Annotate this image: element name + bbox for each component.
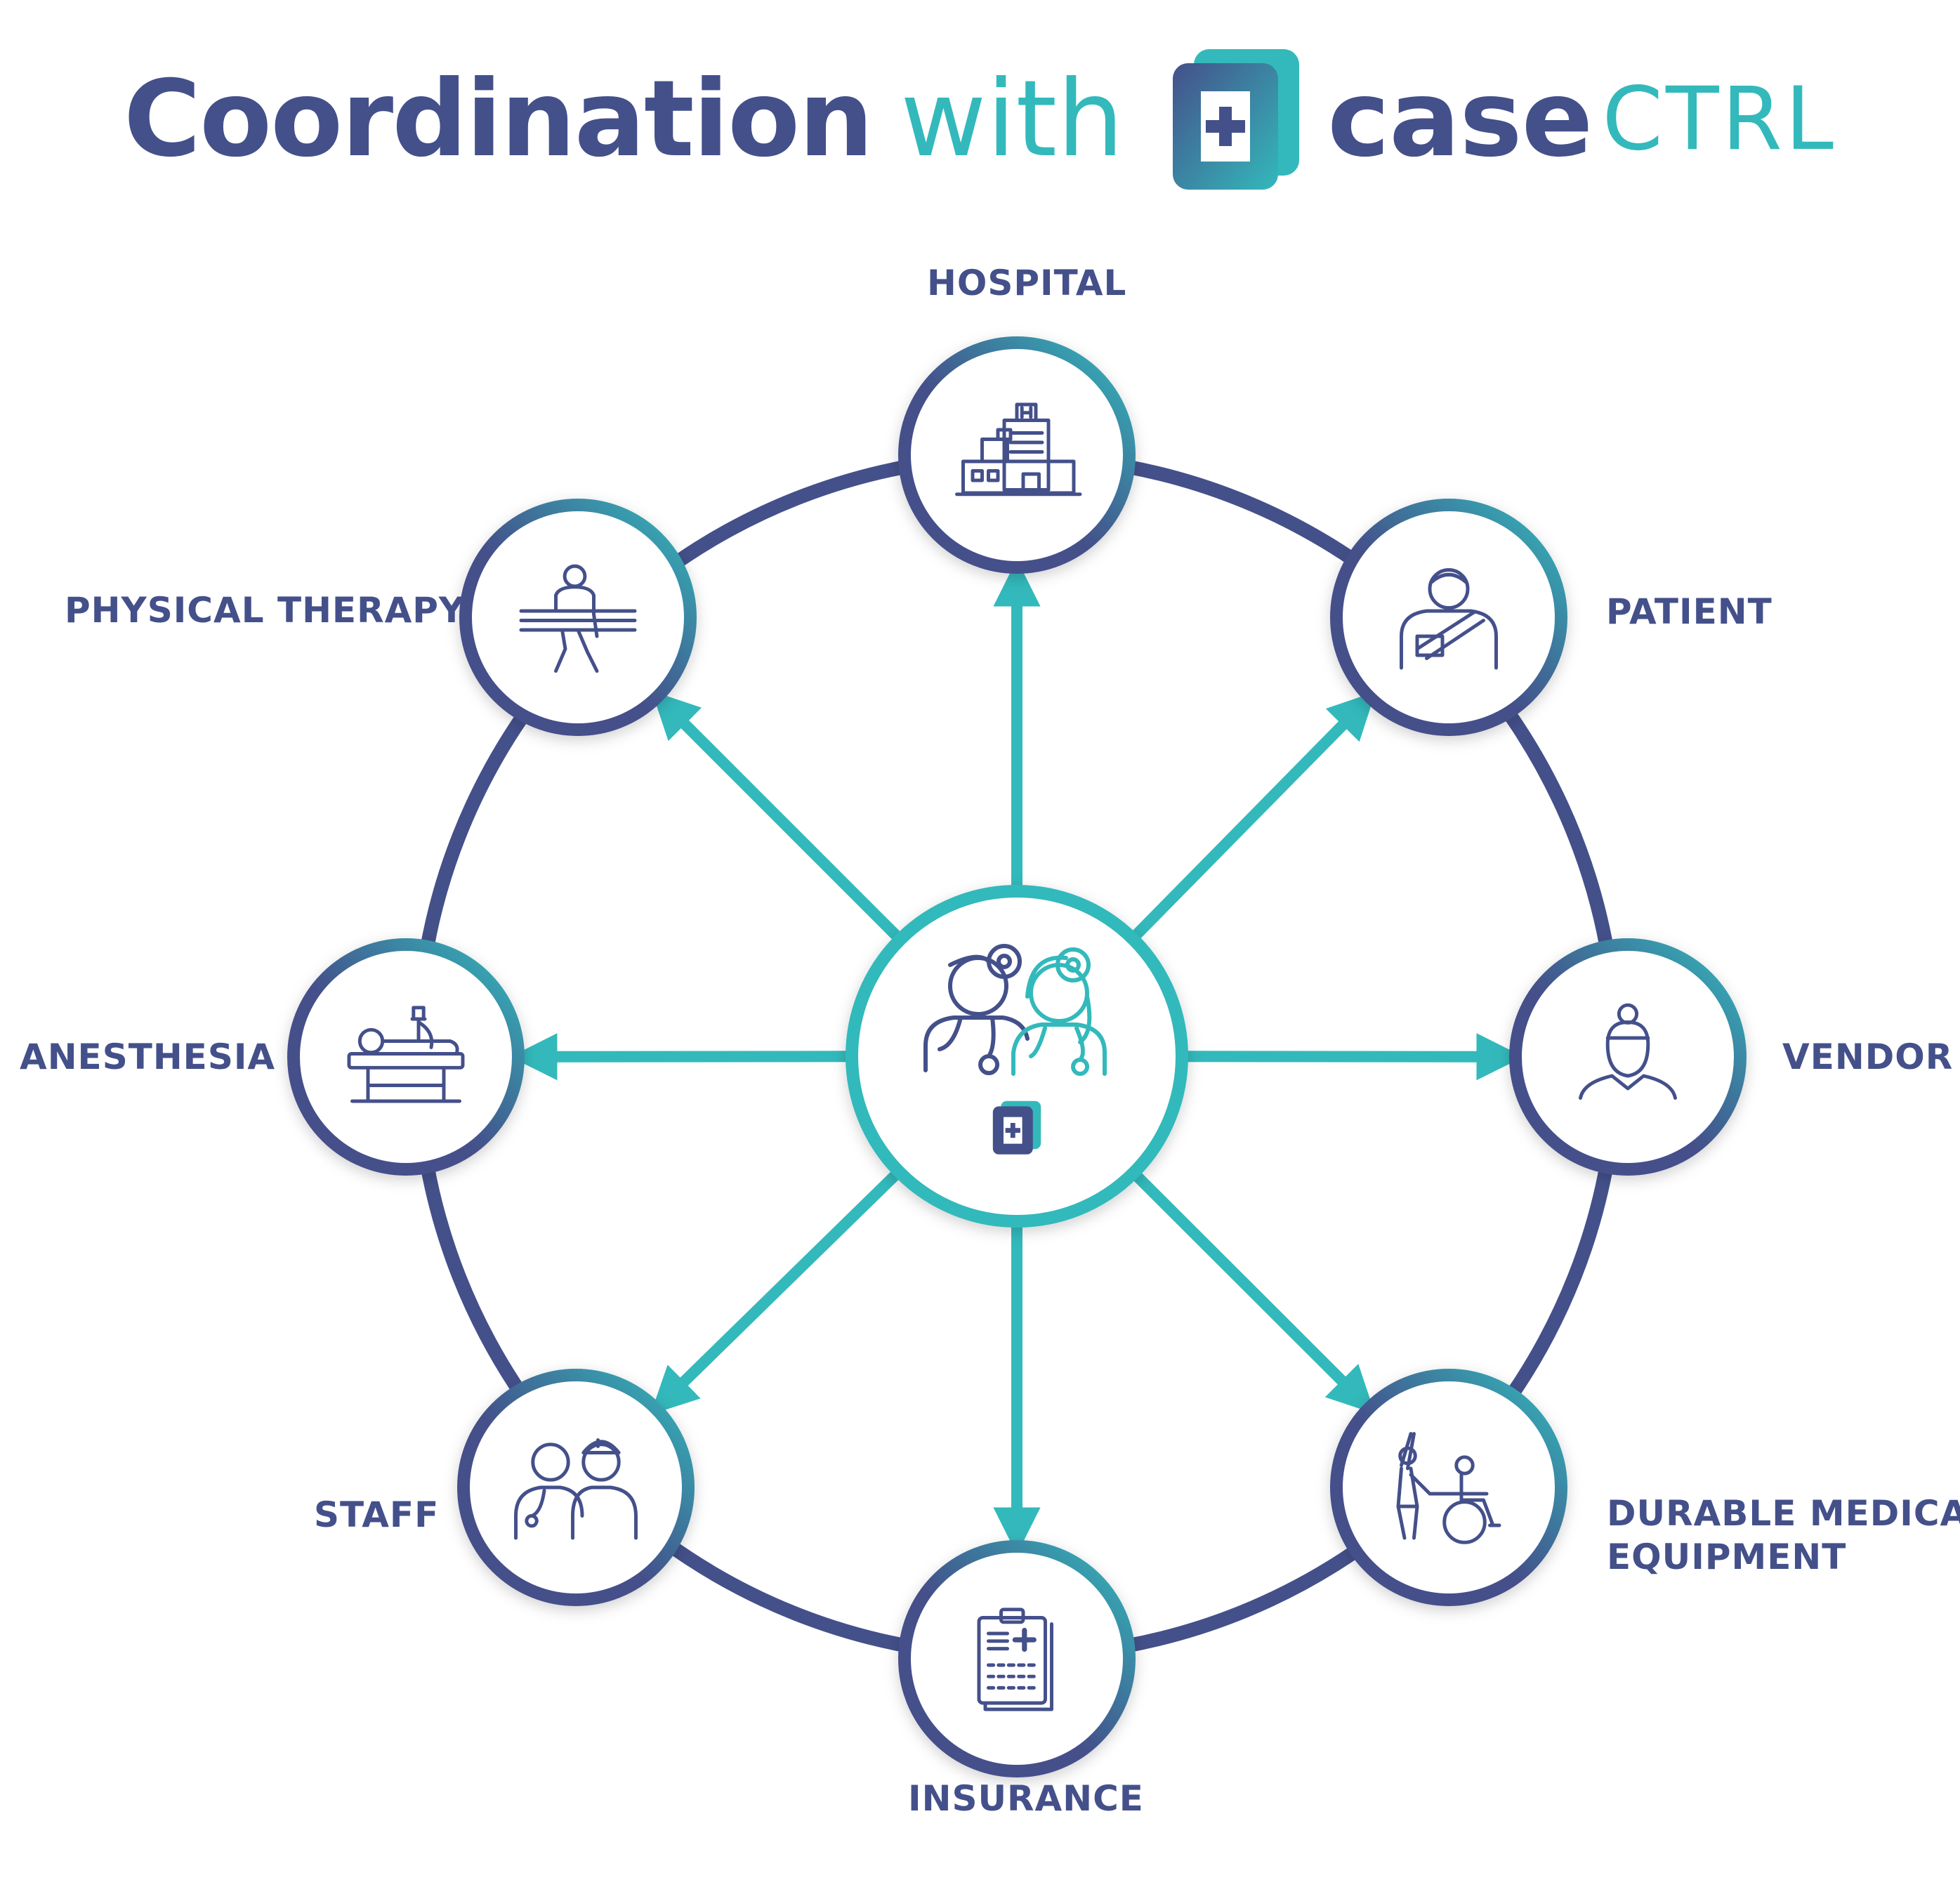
label-anesthesia: ANESTHESIA [20,1037,276,1077]
label-patient: PATIENT [1606,591,1772,632]
vendor-person-icon [1579,1003,1677,1100]
node-hospital [898,336,1136,574]
label-dme-line2: EQUIPMENT [1607,1537,1847,1577]
node-physical_therapy [459,499,697,736]
label-staff: STAFF [314,1494,440,1535]
spoke-vendor [1178,1033,1524,1081]
node-patient [1330,499,1567,736]
node-circle-vendor [1509,938,1747,1176]
casectrl-logo-icon [992,1100,1041,1155]
brand-ctrl: CTRL [1602,69,1836,170]
node-circle-dme [1330,1369,1567,1606]
parallel-bars-icon [519,564,637,673]
label-insurance: INSURANCE [908,1778,1144,1819]
node-insurance [898,1540,1136,1777]
spoke-staff [650,1165,906,1415]
node-circle-patient [1330,499,1567,736]
spoke-patient [1126,691,1376,945]
hospital-building-icon [955,402,1082,497]
label-physical-therapy: PHYSICAL THERAPY [65,590,466,631]
spoke-dme [1127,1166,1375,1414]
title-strong: Coordination [124,58,874,180]
node-anesthesia [287,938,525,1176]
node-staff [457,1369,695,1606]
spoke-anesthesia [510,1033,856,1081]
node-circle-hospital [898,336,1136,574]
node-circle-anesthesia [287,938,525,1176]
staff-pair-icon [514,1438,638,1540]
node-dme [1330,1369,1567,1606]
brand-case: case [1327,58,1593,180]
label-dme-line1: DURABLE MEDICAL [1607,1493,1960,1534]
casectrl-logo-icon [1173,49,1300,190]
label-dme: DURABLE MEDICAL EQUIPMENT [1607,1492,1960,1579]
center-circle [846,885,1188,1228]
node-vendor [1509,938,1747,1176]
center-node [846,885,1188,1228]
label-vendor: VENDOR [1782,1037,1954,1077]
spoke-physical_therapy [651,690,907,947]
clipboard-icon [977,1608,1053,1711]
page-title: Coordination with case CTRL [0,35,1960,204]
node-circle-insurance [898,1540,1136,1777]
title-light: with [900,58,1124,180]
operating-table-icon [347,1006,465,1103]
wheelchair-icon [1396,1432,1501,1544]
doctors-icon [923,944,1107,1076]
node-circle-physical_therapy [459,499,697,736]
node-circle-staff [457,1369,695,1606]
patient-sling-icon [1400,568,1498,670]
label-hospital: HOSPITAL [927,263,1127,303]
